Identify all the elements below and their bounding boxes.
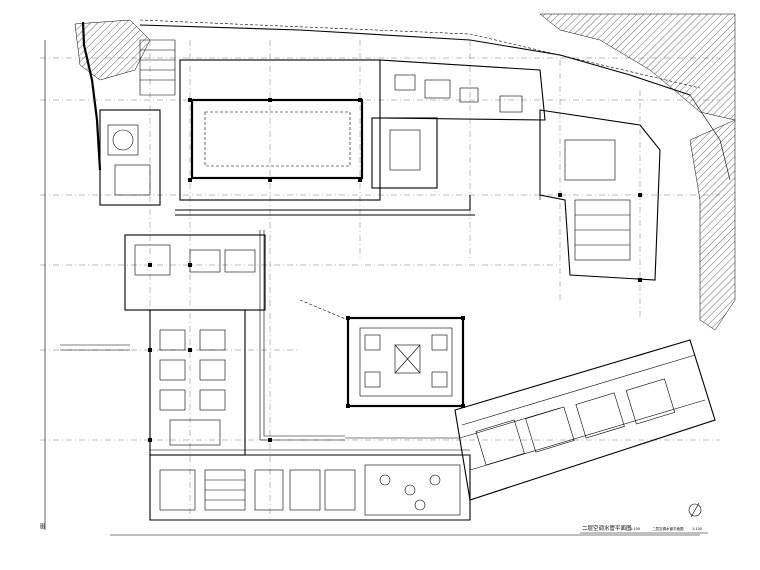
hatched-ground-top	[539, 13, 736, 121]
title-block: 二层空调水管平面图 1:100 二层空调水管平面图 1:100	[580, 524, 708, 534]
southeast-wing	[454, 339, 716, 501]
structural-columns	[148, 98, 642, 442]
drawing-scale: 1:100	[630, 527, 640, 531]
drawing-subtitle: 二层空调水管平面图	[652, 526, 684, 531]
site-boundary	[81, 19, 731, 181]
east-wing	[539, 109, 661, 281]
hatched-ground-topleft	[74, 19, 151, 81]
left-edge-mark: 图	[40, 524, 45, 530]
northwest-core	[99, 39, 176, 206]
central-pavilion	[346, 316, 465, 408]
hatched-ground-right	[689, 119, 736, 331]
drawing-title: 二层空调水管平面图	[582, 524, 632, 532]
west-wing	[124, 234, 266, 456]
pipe-network	[150, 65, 561, 451]
south-wing	[149, 454, 471, 521]
north-building	[179, 59, 546, 201]
north-arrow-icon	[688, 502, 702, 518]
drawing-subtitle-scale: 1:100	[692, 527, 702, 531]
dimension-lines	[44, 40, 700, 536]
